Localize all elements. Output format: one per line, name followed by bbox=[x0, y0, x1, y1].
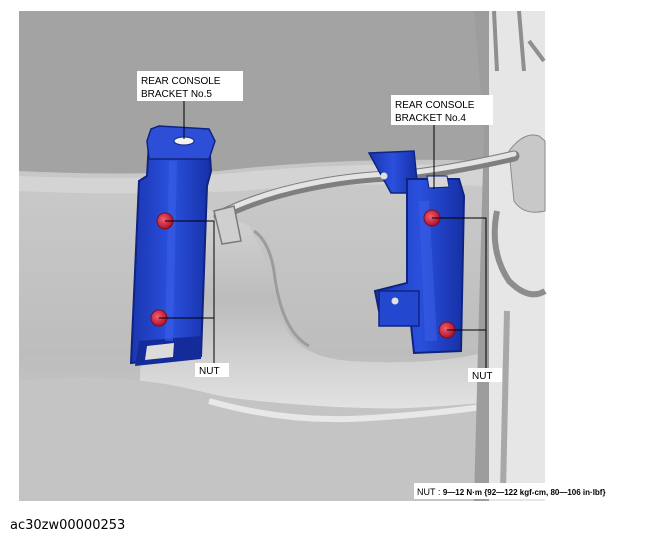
callout-bracket-no4-line1: REAR CONSOLE bbox=[395, 100, 475, 111]
floor-contour-lower bbox=[19, 377, 545, 501]
top-right-pipes bbox=[492, 10, 546, 72]
callout-bracket-no4: REAR CONSOLE BRACKET No.4 bbox=[391, 95, 493, 125]
callout-nut-left: NUT bbox=[195, 363, 229, 377]
illustration: REAR CONSOLE BRACKET No.5 REAR CONSOLE B… bbox=[19, 10, 606, 501]
figure-id: ac30zw00000253 bbox=[10, 518, 126, 533]
floor-groove bbox=[253, 229, 310, 348]
side-bracket-loop bbox=[491, 210, 547, 298]
leader-nut-left bbox=[165, 220, 215, 363]
torque-note-value: 9—12 N·m {92—122 kgf-cm, 80—106 in·lbf} bbox=[443, 488, 606, 497]
side-pipe bbox=[508, 134, 546, 213]
harness-rod-highlight bbox=[216, 151, 517, 217]
harness-clip bbox=[213, 205, 242, 245]
bracket-no5 bbox=[129, 125, 216, 366]
vertical-pipe bbox=[500, 310, 510, 492]
callout-nut-left-text: NUT bbox=[199, 366, 220, 377]
callout-bracket-no5-line2: BRACKET No.5 bbox=[141, 89, 212, 100]
torque-note-prefix: NUT : bbox=[417, 487, 443, 497]
callout-nut-right-text: NUT bbox=[472, 371, 493, 382]
floor-highlight bbox=[208, 398, 490, 423]
callout-bracket-no5-line1: REAR CONSOLE bbox=[141, 76, 221, 87]
torque-note: NUT : 9—12 N·m {92—122 kgf-cm, 80—106 in… bbox=[414, 483, 606, 499]
bracket-no4 bbox=[367, 150, 466, 355]
callout-bracket-no4-line2: BRACKET No.4 bbox=[395, 113, 466, 124]
upper-floor bbox=[19, 11, 489, 174]
leader-nut-right bbox=[432, 217, 487, 368]
floor-contour bbox=[139, 191, 489, 409]
callout-bracket-no5: REAR CONSOLE BRACKET No.5 bbox=[137, 71, 243, 101]
callout-nut-right: NUT bbox=[468, 368, 502, 382]
svg-text:NUT : 9—12 N·m {92—122 kgf-cm,: NUT : 9—12 N·m {92—122 kgf-cm, 80—106 in… bbox=[417, 487, 606, 497]
